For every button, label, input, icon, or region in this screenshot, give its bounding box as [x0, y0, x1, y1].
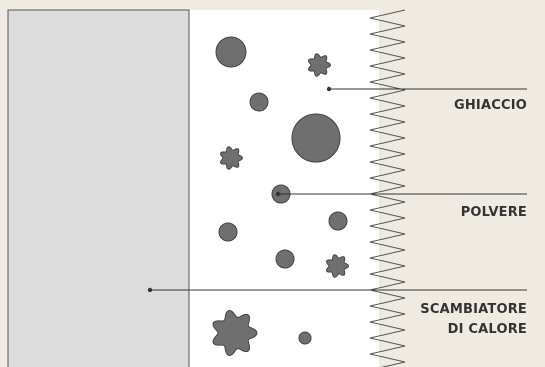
- ice-crystals-group: [212, 53, 350, 356]
- dust-particle: [328, 211, 348, 231]
- ice-crystal: [220, 146, 244, 170]
- dust-particle: [249, 92, 269, 112]
- label-ice: GHIACCIO: [453, 98, 527, 113]
- ice-jagged-boundary: [369, 9, 406, 367]
- dust-particle: [215, 36, 247, 68]
- label-dust: POLVERE: [460, 205, 527, 220]
- label-heat-exchanger-line1: SCAMBIATORE: [420, 302, 527, 317]
- leader-dot-dust: [275, 191, 281, 197]
- ice-crystal: [308, 53, 332, 77]
- ice-crystal: [326, 254, 350, 278]
- dust-particle: [298, 331, 312, 345]
- particles-group: [215, 36, 348, 345]
- dust-particle: [291, 113, 341, 163]
- dust-particle: [218, 222, 238, 242]
- ice-crystal: [212, 310, 258, 356]
- leader-dot-heat-exchanger: [147, 287, 153, 293]
- label-heat-exchanger-line2: DI CALORE: [447, 322, 527, 337]
- leader-dot-ice: [326, 86, 332, 92]
- heat-exchanger-panel: [7, 9, 190, 367]
- dust-particle: [275, 249, 295, 269]
